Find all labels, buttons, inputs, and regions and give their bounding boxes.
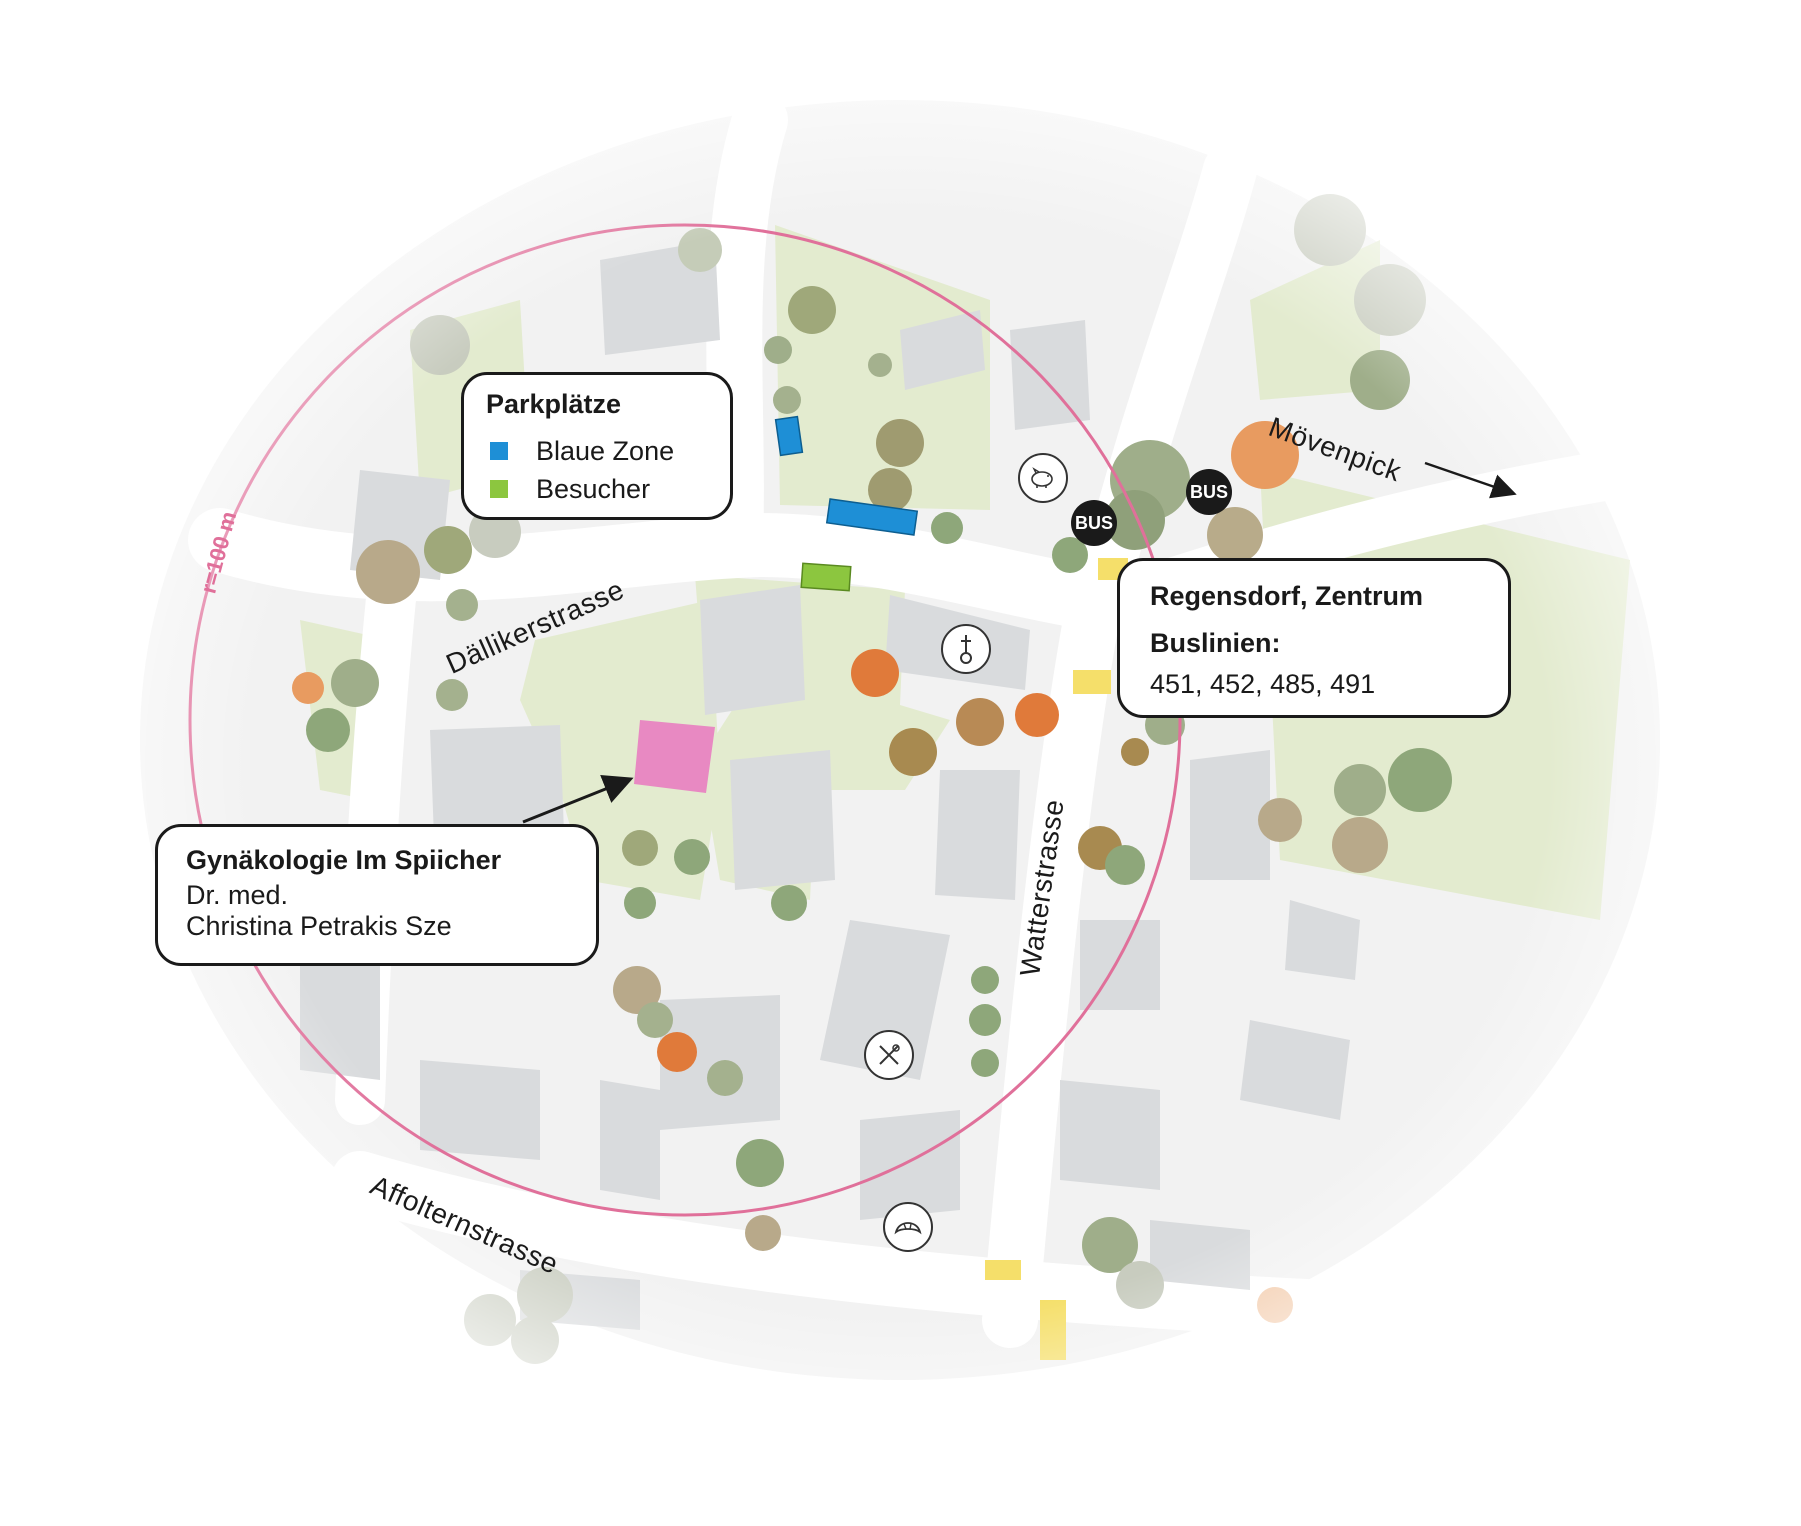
- legend-item-blue-zone: Blaue Zone: [486, 432, 708, 470]
- parking-legend-title: Parkplätze: [486, 389, 622, 419]
- bus-stop-1[interactable]: BUS: [1071, 500, 1117, 546]
- church-icon[interactable]: [941, 624, 991, 674]
- bakery-icon[interactable]: [883, 1202, 933, 1252]
- bus-lines-value: 451, 452, 485, 491: [1150, 669, 1376, 699]
- bus-stop-2[interactable]: BUS: [1186, 469, 1232, 515]
- clinic-doctor-name: Christina Petrakis Sze: [186, 911, 452, 941]
- piggy-bank-icon[interactable]: [1018, 453, 1068, 503]
- legend-label-blue-zone: Blaue Zone: [536, 435, 675, 466]
- legend-label-visitor: Besucher: [536, 473, 651, 504]
- restaurant-icon[interactable]: [864, 1030, 914, 1080]
- bus-lines-label: Buslinien:: [1150, 628, 1281, 658]
- blue-zone-swatch: [490, 442, 508, 460]
- parking-legend: Parkplätze Blaue Zone Besucher: [461, 372, 733, 520]
- legend-item-visitor: Besucher: [486, 470, 708, 508]
- clinic-doctor-title: Dr. med.: [186, 880, 289, 910]
- bus-info-callout: Regensdorf, Zentrum Buslinien: 451, 452,…: [1117, 558, 1511, 718]
- bus-stop-name: Regensdorf, Zentrum: [1150, 581, 1424, 611]
- clinic-name: Gynäkologie Im Spiicher: [186, 845, 502, 875]
- clinic-pointer-arrow: [522, 774, 634, 824]
- movenpick-arrow: [1424, 461, 1517, 499]
- visitor-swatch: [490, 480, 508, 498]
- clinic-callout: Gynäkologie Im Spiicher Dr. med. Christi…: [155, 824, 599, 966]
